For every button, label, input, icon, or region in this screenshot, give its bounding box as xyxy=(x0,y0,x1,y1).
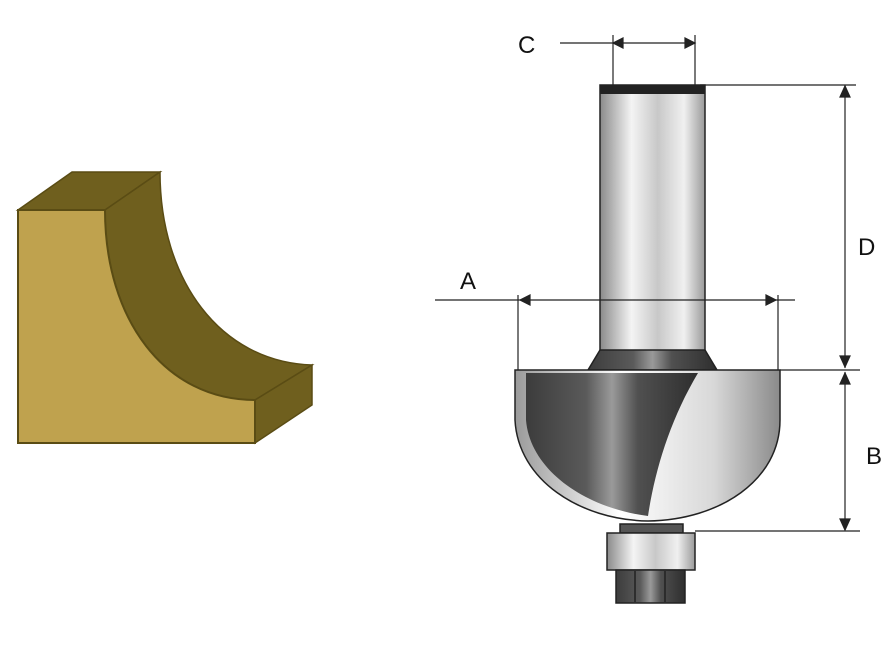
dimension-label-d: D xyxy=(858,234,875,261)
neck xyxy=(586,349,719,371)
cutter-head-dark xyxy=(526,373,698,516)
shank xyxy=(599,84,706,354)
router-bit xyxy=(514,84,781,604)
dimension-label-b: B xyxy=(866,443,882,470)
bearing xyxy=(606,532,696,571)
cove-profile-shape xyxy=(15,170,315,445)
shank-top-chamfer xyxy=(600,85,705,94)
profile-front-face xyxy=(17,209,256,444)
dimension-lines xyxy=(435,35,860,532)
dimension-label-a: A xyxy=(460,268,476,295)
bearing-nut xyxy=(615,569,686,604)
washer xyxy=(619,523,684,534)
dimension-label-c: C xyxy=(518,32,535,59)
